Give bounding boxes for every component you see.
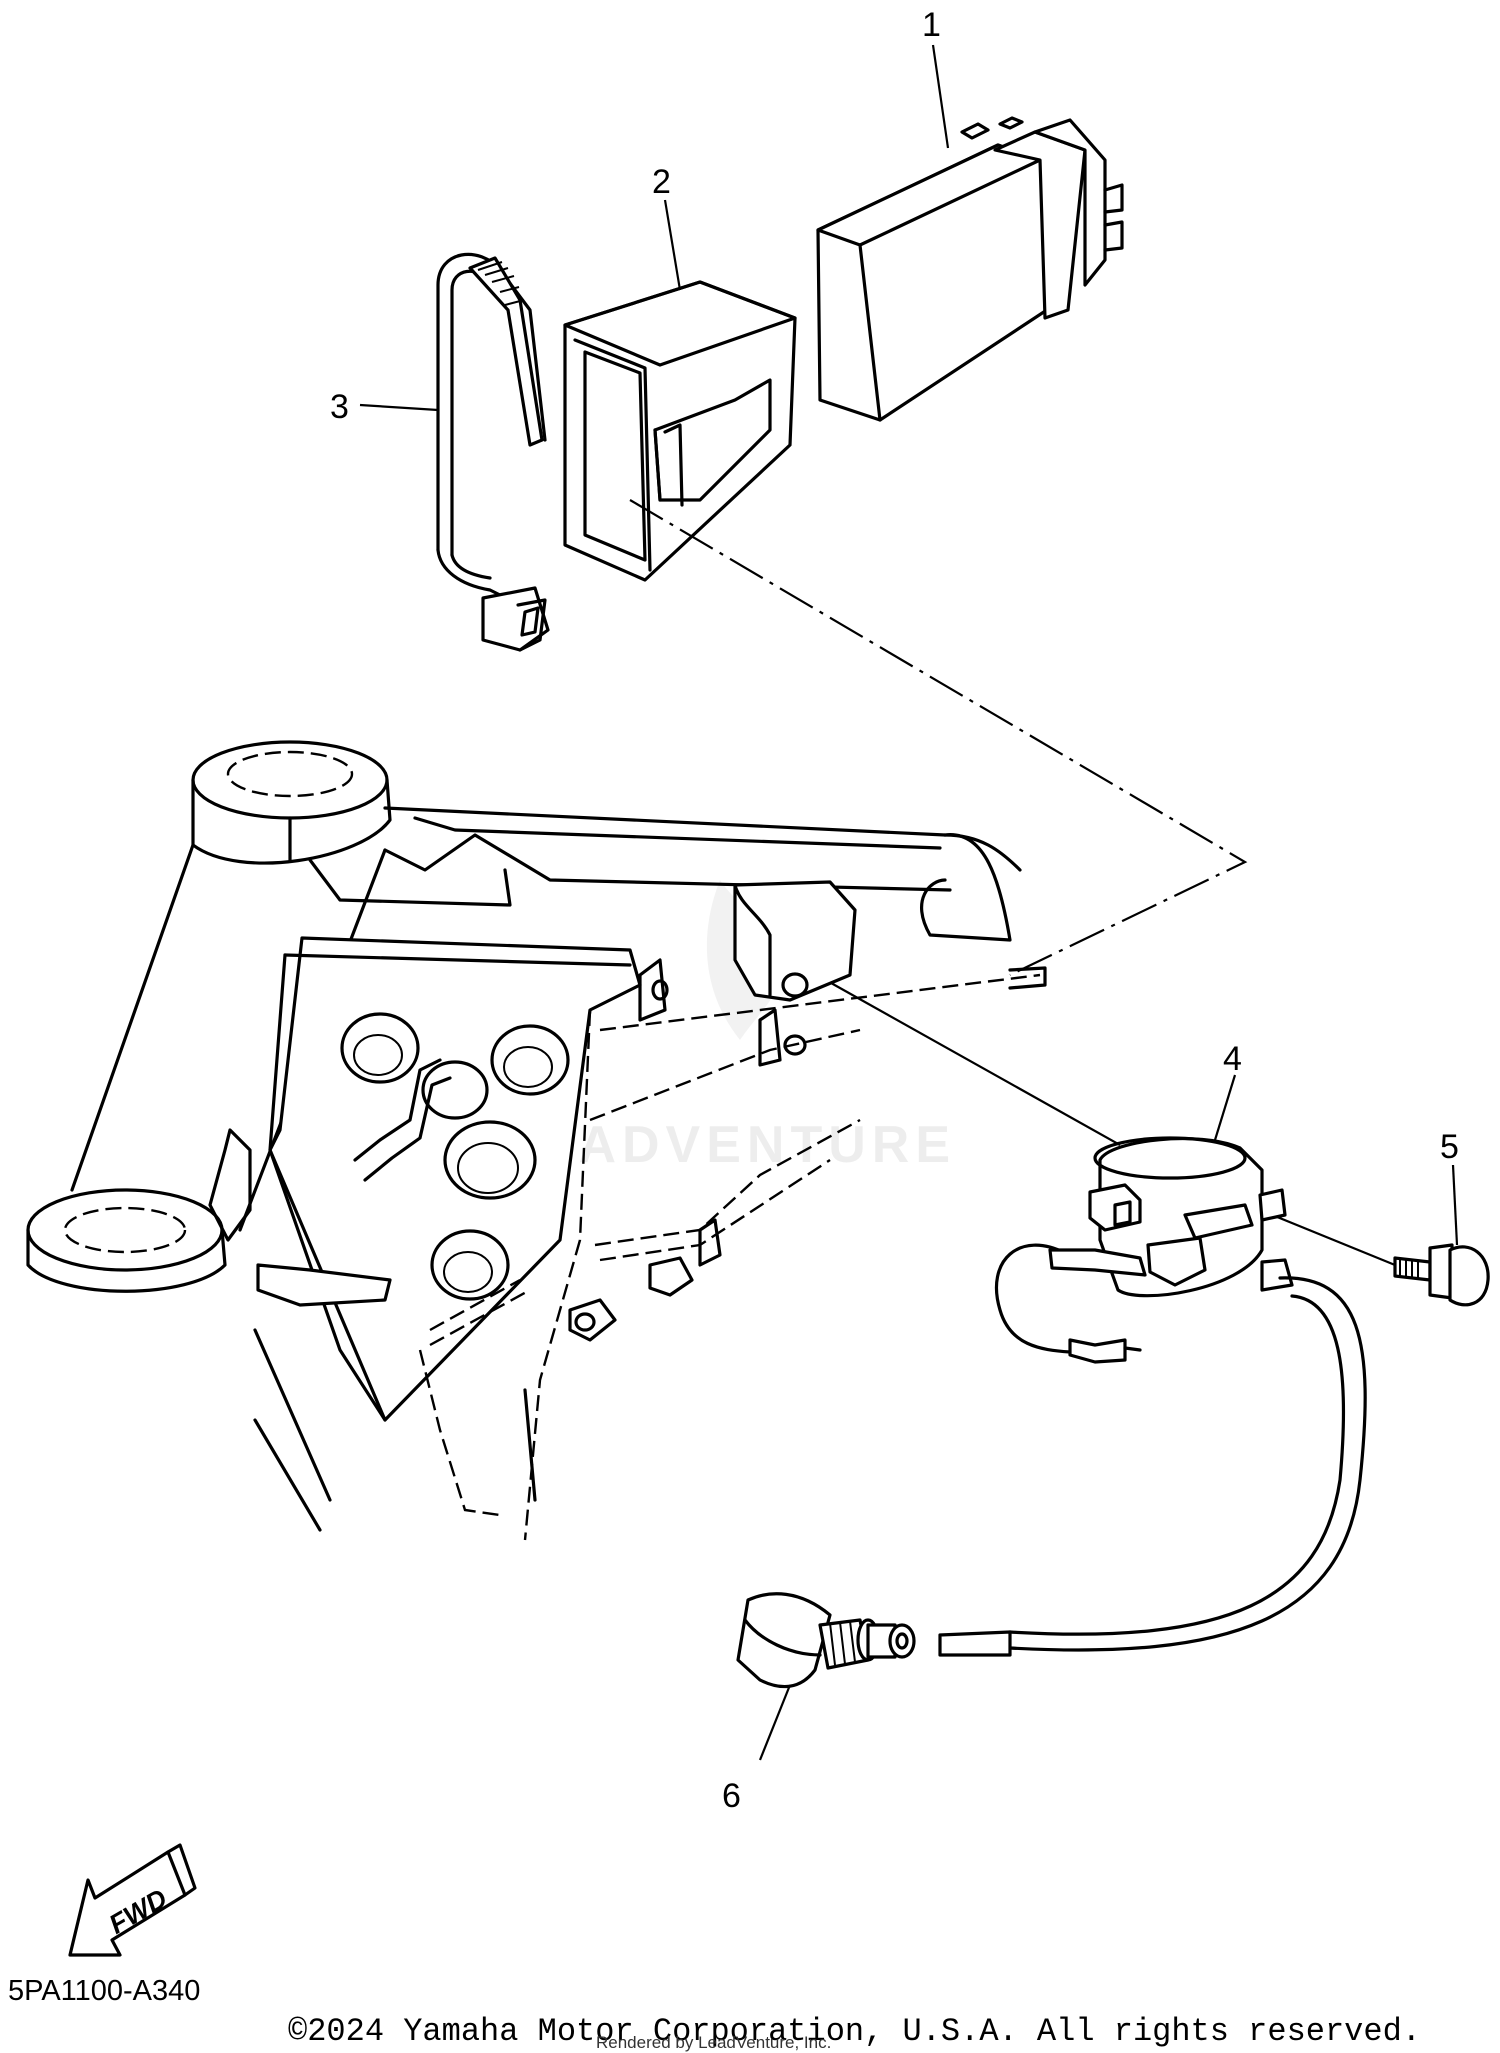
watermark: LEADVENTURE [500, 880, 950, 1174]
part-4-ignition-coil[interactable] [938, 1136, 1367, 1657]
diagram-code: 5PA1100-A340 [8, 1975, 200, 2007]
callout-5-label: 5 [1440, 1128, 1459, 1166]
callout-4: 4 [1213, 1040, 1242, 1141]
part-6-plug-cap[interactable] [736, 1592, 916, 1689]
callout-3-label: 3 [330, 388, 349, 426]
fwd-direction-arrow: FWD [68, 1843, 197, 1957]
part-3-band[interactable] [436, 252, 550, 652]
callout-1-label: 1 [922, 6, 941, 44]
frame-holes [340, 1012, 570, 1301]
callout-6-label: 6 [722, 1777, 741, 1815]
part-2-cdi-holder[interactable] [563, 280, 797, 582]
part-5-bolt[interactable] [1393, 1243, 1490, 1307]
callout-5: 5 [1440, 1128, 1459, 1246]
part-1-cdi-unit[interactable] [816, 116, 1124, 422]
copyright-notice: ©2024 Yamaha Motor Corporation, U.S.A. A… [288, 2013, 1421, 2050]
callout-2: 2 [652, 163, 682, 291]
reference-lines [629, 499, 1396, 1267]
callout-2-label: 2 [652, 163, 671, 201]
callout-3: 3 [330, 388, 439, 426]
callout-4-label: 4 [1223, 1040, 1242, 1078]
render-credit: Rendered by LeadVenture, Inc. [596, 2033, 831, 2052]
callout-1: 1 [922, 6, 950, 149]
callout-6: 6 [722, 1684, 792, 1815]
frame-assembly [26, 740, 1047, 1541]
